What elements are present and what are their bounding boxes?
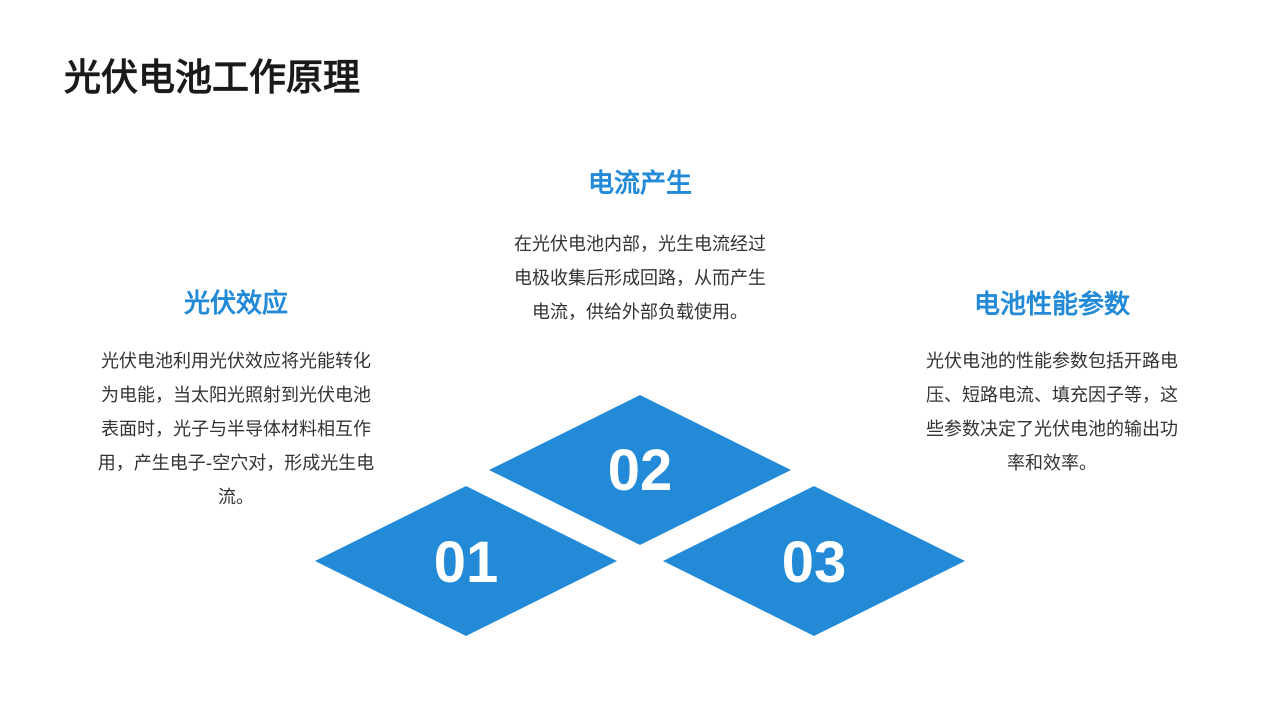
description-line: 为电能，当太阳光照射到光伏电池	[101, 385, 371, 406]
diamond-shape	[663, 486, 965, 636]
description-line: 表面时，光子与半导体材料相互作	[101, 419, 371, 440]
description-line: 电极收集后形成回路，从而产生	[514, 268, 766, 289]
step-number: 02	[608, 438, 673, 503]
diamond-shape	[489, 395, 791, 545]
step-block-02: 电流产生 在光伏电池内部，光生电流经过 电极收集后形成回路，从而产生 电流，供给…	[490, 166, 790, 330]
page-title: 光伏电池工作原理	[64, 56, 360, 99]
step-block-03: 电池性能参数 光伏电池的性能参数包括开路电 压、短路电流、填充因子等，这 些参数…	[902, 287, 1202, 481]
description-line: 压、短路电流、填充因子等，这	[926, 385, 1178, 406]
step-number: 01	[434, 530, 499, 595]
diamond-02: 02	[489, 395, 791, 545]
step-title: 光伏效应	[183, 289, 288, 319]
description-line: 在光伏电池内部，光生电流经过	[514, 234, 766, 255]
description-line: 电流，供给外部负载使用。	[532, 302, 748, 323]
step-title: 电池性能参数	[973, 290, 1130, 320]
description-line: 率和效率。	[1007, 453, 1097, 474]
step-block-01: 光伏效应 光伏电池利用光伏效应将光能转化 为电能，当太阳光照射到光伏电池 表面时…	[86, 286, 386, 515]
diamond-03: 03	[663, 486, 965, 636]
step-description: 在光伏电池内部，光生电流经过 电极收集后形成回路，从而产生 电流，供给外部负载使…	[490, 228, 790, 330]
description-line: 些参数决定了光伏电池的输出功	[926, 419, 1178, 440]
step-number: 03	[782, 530, 847, 595]
step-description: 光伏电池的性能参数包括开路电 压、短路电流、填充因子等，这 些参数决定了光伏电池…	[902, 345, 1202, 481]
step-description: 光伏电池利用光伏效应将光能转化 为电能，当太阳光照射到光伏电池 表面时，光子与半…	[86, 345, 386, 515]
description-line: 流。	[218, 487, 254, 508]
description-line: 用，产生电子-空穴对，形成光生电	[97, 453, 375, 474]
step-title: 电流产生	[587, 169, 692, 199]
description-line: 光伏电池利用光伏效应将光能转化	[101, 351, 371, 372]
description-line: 光伏电池的性能参数包括开路电	[926, 351, 1178, 372]
